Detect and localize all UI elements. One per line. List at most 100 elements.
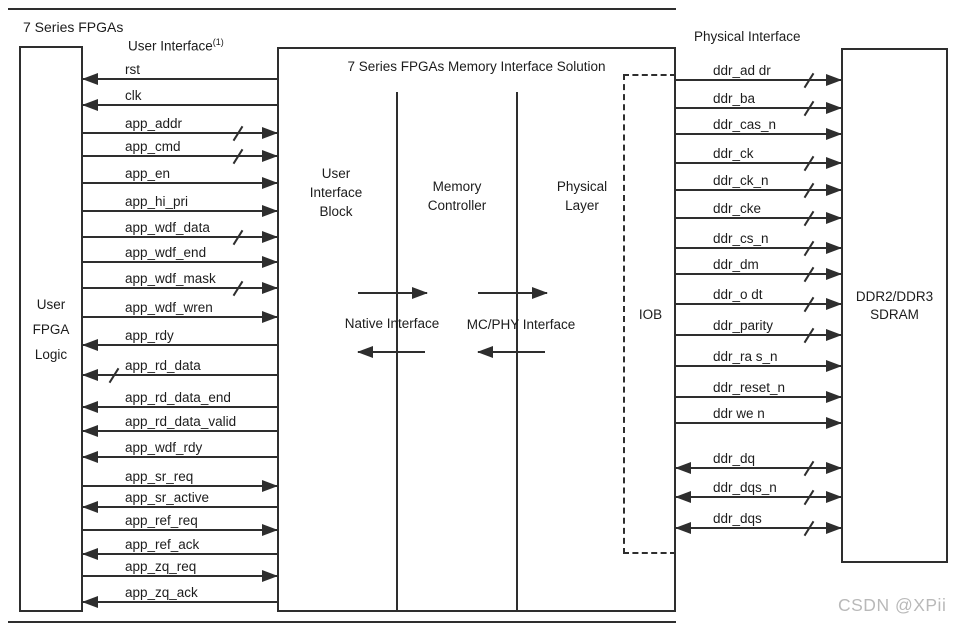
arrowhead-right-icon [412, 287, 428, 299]
physical-interface-label: Physical Interface [694, 29, 801, 44]
signal-label: app_wdf_data [125, 220, 210, 235]
signal-label: ddr_ad dr [713, 63, 771, 78]
signal-line [676, 133, 841, 135]
signal-line [83, 506, 277, 508]
iob-region: IOB [623, 74, 676, 554]
arrowhead-right-icon [826, 242, 842, 254]
user-fpga-logic-block: User FPGA Logic [19, 46, 83, 612]
memory-controller-label: Memory Controller [397, 177, 517, 215]
arrowhead-right-icon [826, 102, 842, 114]
signal-line [83, 316, 277, 318]
arrowhead-left-icon [477, 346, 493, 358]
signal-label: ddr_parity [713, 318, 774, 333]
arrow-line [358, 292, 427, 294]
uib-line2: Interface [309, 185, 363, 200]
footnote-marker: (1) [212, 37, 224, 47]
signal-label: app_zq_ack [125, 585, 198, 600]
arrow-line [478, 351, 545, 353]
signal-label: app_rd_data [125, 358, 201, 373]
signal-label: ddr_ck_n [713, 173, 769, 188]
signal-label: app_addr [125, 116, 183, 131]
arrowhead-right-icon [262, 311, 278, 323]
signal-line [676, 496, 841, 498]
signal-label: ddr_reset_n [713, 380, 786, 395]
user-interface-block-label: User Interface Block [281, 164, 391, 221]
signal-line [83, 78, 277, 80]
arrowhead-right-icon [262, 282, 278, 294]
signal-line [83, 261, 277, 263]
arrowhead-left-icon [357, 346, 373, 358]
arrowhead-right-icon [826, 491, 842, 503]
arrowhead-right-icon [262, 256, 278, 268]
signal-label: ddr_dqs [713, 511, 762, 526]
signal-line [83, 374, 277, 376]
user-interface-text: User Interface [128, 38, 213, 54]
user-fpga-logic-line3: Logic [34, 346, 68, 362]
signal-label: ddr we n [713, 406, 765, 421]
signal-line [83, 132, 277, 134]
arrowhead-right-icon [826, 74, 842, 86]
signal-label: app_wdf_mask [125, 271, 216, 286]
signal-label: app_rd_data_end [125, 390, 231, 405]
solution-title: 7 Series FPGAs Memory Interface Solution [347, 59, 606, 74]
arrowhead-right-icon [262, 150, 278, 162]
arrowhead-right-icon [826, 417, 842, 429]
arrowhead-right-icon [826, 329, 842, 341]
signal-line [676, 79, 841, 81]
arrowhead-left-icon [675, 491, 691, 503]
arrowhead-right-icon [826, 128, 842, 140]
arrowhead-right-icon [826, 360, 842, 372]
arrowhead-right-icon [826, 268, 842, 280]
arrowhead-right-icon [262, 177, 278, 189]
signal-label: app_wdf_wren [125, 300, 213, 315]
signal-label: ddr_o dt [713, 287, 763, 302]
signal-line [83, 155, 277, 157]
signal-line [676, 273, 841, 275]
uib-line1: User [321, 166, 351, 181]
signal-label: app_hi_pri [125, 194, 189, 209]
arrowhead-left-icon [82, 339, 98, 351]
arrowhead-left-icon [82, 548, 98, 560]
signal-line [676, 107, 841, 109]
signal-label: ddr_cas_n [713, 117, 777, 132]
arrowhead-right-icon [262, 205, 278, 217]
signal-label: app_sr_req [125, 469, 194, 484]
signal-label: app_rd_data_valid [125, 414, 237, 429]
signal-label: ddr_dqs_n [713, 480, 777, 495]
signal-line [676, 303, 841, 305]
signal-line [83, 104, 277, 106]
signal-line [83, 485, 277, 487]
memory-interface-solution-block [277, 47, 676, 612]
ddr-sdram-line1: DDR2/DDR3 [855, 288, 934, 304]
bottom-rule [8, 621, 676, 623]
signal-label: app_rdy [125, 328, 174, 343]
arrowhead-left-icon [675, 462, 691, 474]
mc-phy-interface-caption: MC/PHY Interface [466, 317, 576, 332]
ddr-sdram-line2: SDRAM [870, 306, 919, 322]
user-fpga-logic-line2: FPGA [32, 321, 70, 337]
arrowhead-right-icon [262, 127, 278, 139]
uib-line3: Block [319, 204, 353, 219]
signal-line [676, 334, 841, 336]
user-fpga-logic-line1: User [36, 296, 66, 312]
arrow-line [478, 292, 547, 294]
mc-line1: Memory [432, 179, 482, 194]
signal-label: app_en [125, 166, 171, 181]
arrowhead-right-icon [262, 524, 278, 536]
signal-label: ddr_cs_n [713, 231, 769, 246]
signal-label: app_wdf_rdy [125, 440, 203, 455]
arrowhead-right-icon [262, 231, 278, 243]
arrowhead-right-icon [826, 184, 842, 196]
signal-line [676, 527, 841, 529]
arrowhead-left-icon [82, 73, 98, 85]
signal-line [83, 210, 277, 212]
user-interface-label: User Interface(1) [128, 37, 224, 54]
signal-label: app_ref_ack [125, 537, 200, 552]
signal-line [83, 529, 277, 531]
signal-line [83, 553, 277, 555]
signal-label: app_zq_req [125, 559, 197, 574]
pl-line1: Physical [556, 179, 608, 194]
arrowhead-right-icon [826, 298, 842, 310]
arrowhead-right-icon [262, 480, 278, 492]
